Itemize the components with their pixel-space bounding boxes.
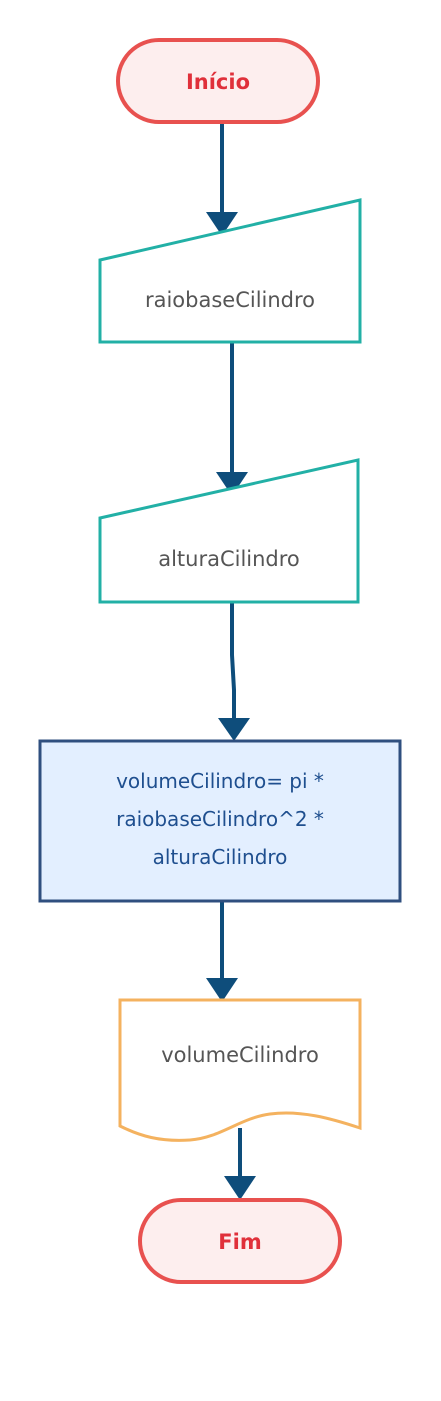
process-line-2: raiobaseCilindro^2 * [116, 807, 324, 831]
input-raiobase: raiobaseCilindro [98, 198, 362, 344]
input-altura-shape [98, 458, 360, 604]
input-raiobase-shape [98, 198, 362, 344]
start-terminal-label: Início [186, 70, 250, 94]
end-terminal-shape [138, 1198, 342, 1284]
input-altura: alturaCilindro [98, 458, 360, 604]
arrowhead-input1 [206, 212, 238, 236]
arrowhead-output [206, 978, 238, 1002]
arrowhead-process [218, 718, 250, 741]
input-raiobase-label: raiobaseCilindro [145, 288, 315, 312]
start-terminal: Início [116, 38, 320, 124]
process-line-3: alturaCilindro [153, 845, 288, 869]
process-line-1: volumeCilindro= pi * [116, 769, 324, 793]
arrowhead-end [224, 1176, 256, 1200]
output-volume-label: volumeCilindro [161, 1043, 319, 1067]
arrowhead-input2 [216, 472, 248, 496]
process-volume-shape [38, 739, 402, 903]
connector-input2-to-process [230, 602, 236, 718]
input-altura-label: alturaCilindro [158, 547, 300, 571]
output-volume-shape [118, 998, 362, 1142]
start-terminal-shape [116, 38, 320, 124]
process-volume: volumeCilindro= pi * raiobaseCilindro^2 … [38, 739, 402, 903]
end-terminal-label: Fim [218, 1230, 261, 1254]
end-terminal: Fim [138, 1198, 342, 1284]
output-volume: volumeCilindro [118, 998, 362, 1142]
